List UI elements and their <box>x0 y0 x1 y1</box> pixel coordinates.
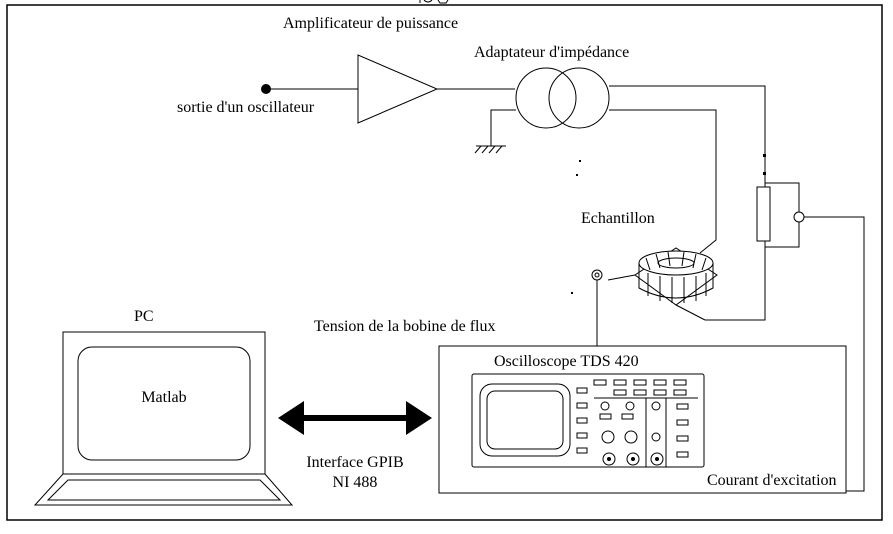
transformer-icon <box>515 67 610 129</box>
laptop-icon <box>33 331 294 506</box>
interface-label-line2: NI 488 <box>333 474 378 491</box>
wire-transformer-to-sample <box>609 109 717 254</box>
ground-icon <box>474 145 506 154</box>
bracket-wire-top <box>764 182 800 212</box>
amplifier-icon <box>357 54 439 124</box>
resistor-icon <box>756 186 771 242</box>
wire-transformer-to-ground <box>490 109 516 146</box>
wire-resistor-to-sample <box>705 247 766 321</box>
current-probe-icon <box>793 211 805 223</box>
interface-label-line1: Interface GPIB <box>306 454 403 471</box>
gpib-link-arrow-icon <box>278 401 432 435</box>
wire-transformer-to-resistor <box>609 85 766 187</box>
flux-coil-voltage-label: Tension de la bobine de flux <box>314 318 496 335</box>
oscillator-output-label: sortie d'un oscillateur <box>177 99 315 116</box>
speck <box>763 154 766 157</box>
speck <box>576 174 578 176</box>
speck <box>571 292 573 294</box>
excitation-current-label: Courant d'excitation <box>707 472 837 489</box>
software-label: Matlab <box>141 389 186 406</box>
cropped-heading-fragment <box>419 0 449 4</box>
bracket-wire-bottom <box>764 222 800 248</box>
impedance-adapter-label: Adaptateur d'impédance <box>474 44 629 61</box>
speck <box>763 172 766 175</box>
oscilloscope-label: Oscilloscope TDS 420 <box>494 353 639 370</box>
sample-label: Echantillon <box>581 210 655 227</box>
speck <box>579 160 581 162</box>
flux-probe-icon <box>591 269 603 281</box>
toroid-sample-icon <box>607 247 718 321</box>
amplifier-label: Amplificateur de puissance <box>283 15 458 32</box>
oscilloscope-device-icon <box>471 373 705 468</box>
diagram-frame <box>6 4 883 521</box>
pc-label: PC <box>134 308 154 325</box>
